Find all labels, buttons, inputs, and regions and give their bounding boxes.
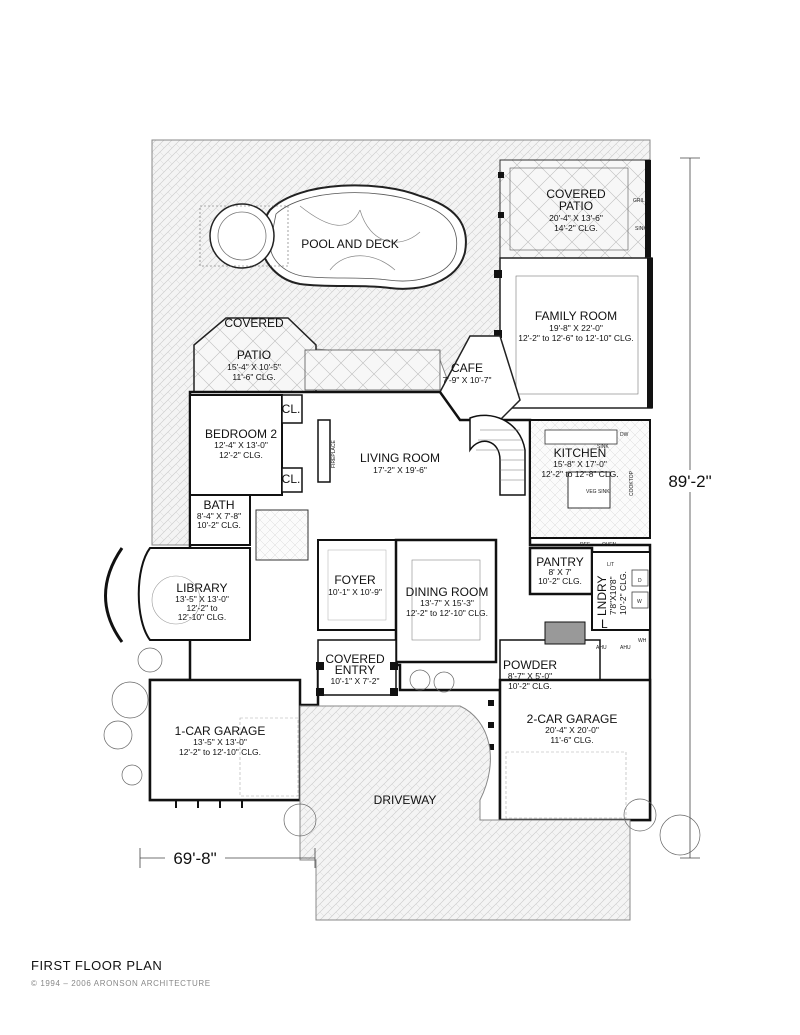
l-label: L [601,617,608,631]
washer-label: W [637,599,642,605]
closet-label-lower: CL. [282,472,301,486]
room-label-bath: BATH [203,498,234,512]
room-clg-laundry: 10'-2" CLG. [618,571,628,615]
room-dim-patio-right: 20'-4" X 13'-6" [549,213,603,223]
room-dim-dining: 13'-7" X 15'-3" [420,598,474,608]
room-clg-bath: 10'-2" CLG. [197,520,241,530]
room-label-entry: COVERED [325,652,385,666]
room-label-kitchen: KITCHEN [554,446,607,460]
room-dim-powder: 8'-7" X 5'-0" [508,671,552,681]
dining-room [394,538,498,664]
covered-patio-right [498,159,651,259]
room-dim-pantry: 8' X 7' [548,567,571,577]
cooktop-label: COOKTOP [629,470,635,496]
room-clg-bedroom2: 12'-2" CLG. [219,450,263,460]
fireplace [317,419,331,483]
dw-label: DW [620,432,629,438]
room-label-patio-right: COVERED [546,187,606,201]
room-clg-kitchen: 12'-2" to 12'-8" CLG. [541,469,618,479]
room-clg-garage2: 11'-6" CLG. [550,735,593,745]
ahu-label-1: AHU [596,645,607,651]
room-dim-library: 13'-5" X 13'-0" [175,594,229,604]
room-clg-patio-left: 11'-6" CLG. [232,372,275,382]
veg-sink-label: VEG SINK [586,489,610,495]
ref-label: REF [580,542,590,548]
room-label-patio-left: COVERED [224,316,284,330]
room-label-bedroom2: BEDROOM 2 [205,427,277,441]
two-car-garage [488,678,652,822]
closet-lower [281,467,303,493]
covered-patio-left [193,317,441,393]
room-dim-garage1: 13'-5" X 13'-0" [193,737,247,747]
overall-width-label: 69'-8" [173,849,216,868]
room-label-patio-right-2: PATIO [559,199,593,213]
room-clg-library: 12'-2" to [186,603,217,613]
room-dim-kitchen: 15'-8" X 17'-0" [553,459,607,469]
room-label-library: LIBRARY [176,581,227,595]
room-label-laundry: LNDRY [595,576,609,616]
room-label-pantry: PANTRY [536,555,584,569]
library [104,547,251,643]
one-car-garage [148,678,302,808]
plan-title: FIRST FLOOR PLAN [31,958,163,973]
room-dim-bath: 8'-4" X 7'-8" [197,511,241,521]
room-dim-garage2: 20'-4" X 20'-0" [545,725,599,735]
lt-label: L/T [607,562,614,568]
room-clg-dining: 12'-2" to 12'-10" CLG. [406,608,488,618]
sink-label-patio: SINK [635,226,647,232]
spa [209,203,275,269]
family-room [494,257,653,409]
closet-upper [281,394,303,424]
powder [499,639,601,681]
room-label-family: FAMILY ROOM [535,309,617,323]
ahu-label-2: AHU [620,645,631,651]
room-label-dining: DINING ROOM [406,585,489,599]
room-dim-patio-left: 15'-4" X 10'-5" [227,362,281,372]
grill-label: GRILL [633,198,648,204]
fireplace-label: FIREPLACE [331,440,337,468]
room-label-pool: POOL AND DECK [301,237,399,251]
room-dim-living: 17'-2" X 19'-6" [373,465,427,475]
stair [469,414,526,496]
room-label-entry-2: ENTRY [335,663,375,677]
room-label-garage2: 2-CAR GARAGE [527,712,618,726]
room-clg-library-2: 12'-10" CLG. [178,612,227,622]
landscaping [103,647,701,856]
oven-label: OVEN [602,542,617,548]
room-clg-patio-right: 14'-2" CLG. [554,223,598,233]
driveway-paving [299,705,631,921]
pool [199,184,467,290]
bath [189,494,251,546]
room-dim-cafe: 7'-9" X 10'-7" [443,375,492,385]
room-label-driveway: DRIVEWAY [374,793,437,807]
room-clg-pantry: 10'-2" CLG. [538,576,582,586]
pergola [199,205,289,267]
dryer-label: D [638,578,642,584]
room-clg-powder: 10'-2" CLG. [508,681,552,691]
kitchen [529,419,651,539]
room-label-foyer: FOYER [334,573,376,587]
closet-label-upper: CL. [282,402,301,416]
room-dim-laundry: 7'8"X10'8" [608,576,618,615]
copyright-notice: © 1994 – 2006 ARONSON ARCHITECTURE [31,979,211,988]
room-clg-garage1: 12'-2" to 12'-10" CLG. [179,747,261,757]
room-label-patio-left-2: PATIO [237,348,271,362]
room-dim-bedroom2: 12'-4" X 13'-0" [214,440,268,450]
sink-label-kitchen: SINK [597,444,609,450]
room-dim-foyer: 10'-1" X 10'-9" [328,587,382,597]
covered-entry [316,639,398,696]
room-clg-family: 12'-2" to 12'-6" to 12'-10" CLG. [518,333,634,343]
room-dim-entry: 10'-1" X 7'-2" [331,676,380,686]
room-dim-family: 19'-8" X 22'-0" [549,323,603,333]
wh-label: WH [638,638,647,644]
room-label-cafe: CAFE [451,361,483,375]
room-label-powder: POWDER [503,658,557,672]
laundry [591,551,651,631]
room-label-garage1: 1-CAR GARAGE [175,724,266,738]
bedroom-2 [189,394,283,496]
room-label-living: LIVING ROOM [360,451,440,465]
overall-depth-label: 89'-2" [668,472,711,491]
